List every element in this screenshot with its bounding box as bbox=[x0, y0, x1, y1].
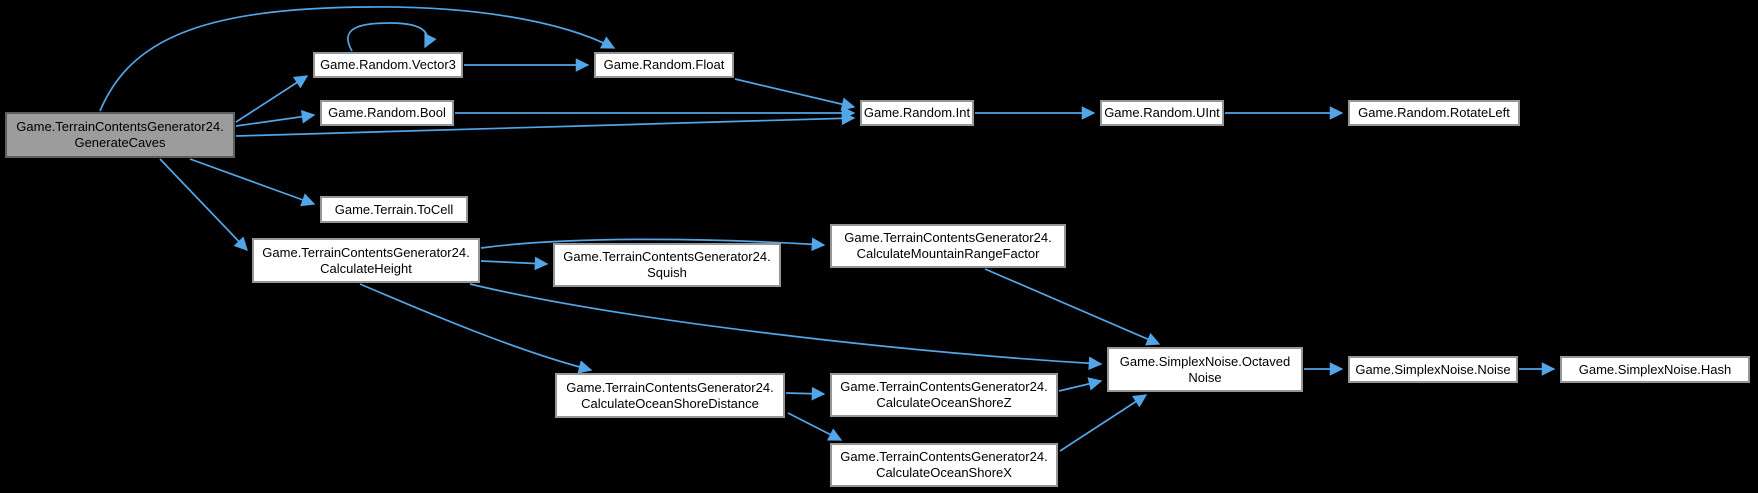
node-squish[interactable]: Game.TerrainContentsGenerator24.Squish bbox=[553, 243, 781, 287]
node-label-line: Game.Random.Float bbox=[603, 57, 725, 73]
edge-generate-caves-to-random-bool bbox=[235, 109, 316, 127]
node-label-line: Game.Terrain.ToCell bbox=[334, 201, 454, 217]
node-label-line: Game.SimplexNoise.Octaved bbox=[1119, 353, 1291, 369]
edge-calculate-height-to-squish bbox=[480, 256, 549, 271]
node-label-line: CalculateOceanShoreDistance bbox=[581, 395, 759, 411]
node-calculate-height[interactable]: Game.TerrainContentsGenerator24.Calculat… bbox=[252, 238, 480, 283]
node-terrain-tocell[interactable]: Game.Terrain.ToCell bbox=[320, 196, 468, 223]
node-label-line: Squish bbox=[647, 265, 687, 280]
edge-calculate-ocean-shore-z-to-simplexnoise-octavednoise bbox=[1058, 377, 1103, 392]
node-label-line: Game.SimplexNoise.Hash bbox=[1578, 361, 1732, 377]
edge-generate-caves-to-random-vector3 bbox=[235, 75, 309, 123]
edge-calculate-height-to-simplexnoise-octavednoise bbox=[469, 283, 1103, 371]
node-random-bool[interactable]: Game.Random.Bool bbox=[320, 100, 454, 126]
node-random-uint[interactable]: Game.Random.UInt bbox=[1100, 100, 1224, 126]
edge-generate-caves-to-terrain-tocell bbox=[189, 158, 316, 207]
node-label-line: Game.Random.Vector3 bbox=[320, 57, 456, 73]
node-label-line: CalculateMountainRangeFactor bbox=[856, 246, 1040, 261]
node-label-line: CalculateOceanShoreZ bbox=[876, 395, 1012, 410]
node-label-line: GenerateCaves bbox=[74, 135, 166, 150]
node-generate-caves[interactable]: Game.TerrainContentsGenerator24.Generate… bbox=[5, 112, 235, 158]
node-label-line: Noise bbox=[1188, 369, 1222, 385]
node-random-int[interactable]: Game.Random.Int bbox=[860, 100, 974, 126]
edge-calculate-height-to-calculate-ocean-shore-distance bbox=[359, 283, 593, 374]
edge-generate-caves-to-random-int bbox=[235, 111, 856, 137]
edge-generate-caves-to-calculate-height bbox=[159, 158, 248, 251]
node-label-line: Game.TerrainContentsGenerator24. bbox=[840, 449, 1048, 465]
node-calculate-ocean-shore-x[interactable]: Game.TerrainContentsGenerator24.Calculat… bbox=[830, 443, 1058, 487]
node-calculate-mountain-range-factor[interactable]: Game.TerrainContentsGenerator24.Calculat… bbox=[830, 224, 1066, 268]
node-label-line: Game.TerrainContentsGenerator24. bbox=[844, 230, 1052, 246]
edge-group bbox=[99, 6, 1556, 452]
node-label-line: Game.Random.Int bbox=[863, 105, 971, 121]
node-simplexnoise-noise[interactable]: Game.SimplexNoise.Noise bbox=[1348, 356, 1518, 383]
edge-random-vector3-to-random-vector3 bbox=[347, 22, 437, 52]
node-random-vector3[interactable]: Game.Random.Vector3 bbox=[313, 52, 463, 78]
node-label-line: Game.TerrainContentsGenerator24. bbox=[16, 119, 224, 135]
node-label-line: Game.Random.RotateLeft bbox=[1358, 105, 1510, 121]
node-label-line: Game.Random.UInt bbox=[1104, 105, 1220, 121]
node-label-line: Game.TerrainContentsGenerator24. bbox=[566, 379, 774, 395]
node-label-line: Game.TerrainContentsGenerator24. bbox=[262, 244, 470, 260]
edge-calculate-mountain-range-factor-to-simplexnoise-octavednoise bbox=[984, 268, 1161, 346]
node-simplexnoise-hash[interactable]: Game.SimplexNoise.Hash bbox=[1560, 356, 1750, 383]
node-calculate-ocean-shore-z[interactable]: Game.TerrainContentsGenerator24.Calculat… bbox=[830, 373, 1058, 417]
edge-generate-caves-to-random-float bbox=[99, 6, 616, 112]
node-label-line: Game.TerrainContentsGenerator24. bbox=[563, 249, 771, 265]
node-label-line: Game.Random.Bool bbox=[328, 105, 446, 121]
edge-calculate-ocean-shore-distance-to-calculate-ocean-shore-z bbox=[785, 386, 826, 401]
node-label-line: CalculateHeight bbox=[320, 260, 412, 276]
node-random-rotateleft[interactable]: Game.Random.RotateLeft bbox=[1348, 100, 1520, 126]
edge-calculate-height-to-calculate-mountain-range-factor bbox=[480, 237, 826, 252]
node-label-line: Game.TerrainContentsGenerator24. bbox=[840, 379, 1048, 395]
node-label-line: Game.SimplexNoise.Noise bbox=[1355, 361, 1511, 377]
edge-calculate-ocean-shore-x-to-simplexnoise-octavednoise bbox=[1059, 394, 1148, 452]
edge-calculate-ocean-shore-distance-to-calculate-ocean-shore-x bbox=[787, 412, 843, 441]
edge-random-float-to-random-int bbox=[734, 78, 856, 111]
node-calculate-ocean-shore-distance[interactable]: Game.TerrainContentsGenerator24.Calculat… bbox=[555, 373, 785, 418]
node-label-line: CalculateOceanShoreX bbox=[876, 465, 1012, 480]
node-random-float[interactable]: Game.Random.Float bbox=[594, 52, 734, 78]
